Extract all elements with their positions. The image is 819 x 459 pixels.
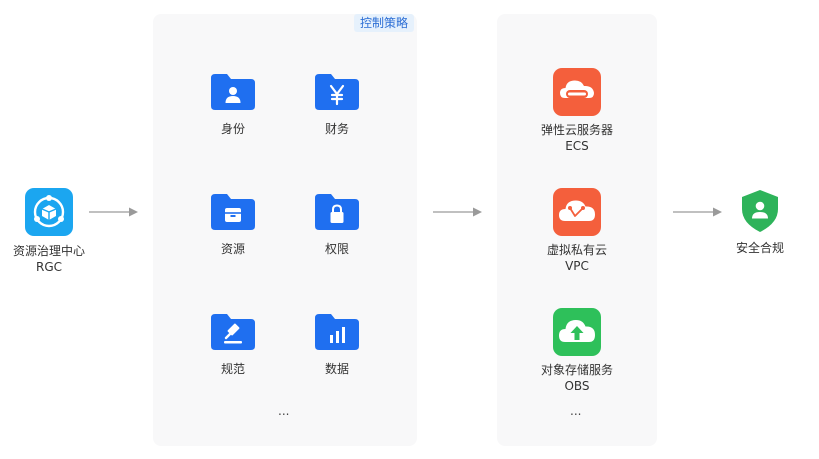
policy-tag: 控制策略 — [354, 14, 415, 32]
arrow-policy-to-services — [433, 206, 483, 218]
rgc-name: 资源治理中心 — [12, 244, 85, 258]
folder-yen-icon — [315, 74, 359, 110]
shield-user-icon — [740, 189, 780, 233]
compliance-node: 安全合规 — [715, 189, 805, 261]
compliance-label: 安全合规 — [735, 241, 784, 255]
policy-item-permission: 权限 — [300, 194, 374, 260]
arrow-rgc-to-policy — [89, 206, 139, 218]
obs-abbr: OBS — [564, 379, 590, 393]
ecs-abbr: ECS — [565, 139, 589, 153]
rgc-icon — [25, 188, 73, 236]
service-obs: 对象存储服务 OBS — [517, 308, 637, 394]
obs-icon — [553, 308, 601, 356]
policy-item-label: 数据 — [324, 362, 349, 376]
folder-lock-icon — [315, 194, 359, 230]
service-vpc: 虚拟私有云 VPC — [517, 188, 637, 274]
folder-gavel-icon — [211, 314, 255, 350]
folder-chart-icon — [315, 314, 359, 350]
ecs-label: 弹性云服务器 ECS — [517, 122, 637, 154]
service-ecs: 弹性云服务器 ECS — [517, 68, 637, 154]
policy-item-resource: 资源 — [196, 194, 270, 260]
ecs-icon — [553, 68, 601, 116]
services-more: ... — [570, 404, 582, 418]
folder-box-icon — [211, 194, 255, 230]
policy-item-label: 资源 — [220, 242, 245, 256]
rgc-abbr: RGC — [35, 260, 62, 274]
obs-name: 对象存储服务 — [540, 363, 613, 377]
arrow-services-to-compliance — [673, 206, 723, 218]
obs-label: 对象存储服务 OBS — [517, 362, 637, 394]
rgc-label: 资源治理中心 RGC — [0, 243, 98, 275]
policy-item-standard: 规范 — [196, 314, 270, 380]
vpc-abbr: VPC — [565, 259, 589, 273]
policy-item-data: 数据 — [300, 314, 374, 380]
policy-item-finance: 财务 — [300, 74, 374, 140]
policy-more: ... — [278, 404, 290, 418]
vpc-label: 虚拟私有云 VPC — [517, 242, 637, 274]
policy-item-label: 权限 — [324, 242, 349, 256]
policy-item-label: 规范 — [220, 362, 245, 376]
policy-item-label: 身份 — [220, 122, 245, 136]
vpc-icon — [553, 188, 601, 236]
policy-item-identity: 身份 — [196, 74, 270, 140]
policy-panel — [153, 14, 417, 446]
vpc-name: 虚拟私有云 — [546, 243, 607, 257]
ecs-name: 弹性云服务器 — [540, 123, 613, 137]
folder-user-icon — [211, 74, 255, 110]
rgc-node: 资源治理中心 RGC — [0, 186, 100, 276]
policy-item-label: 财务 — [324, 122, 349, 136]
